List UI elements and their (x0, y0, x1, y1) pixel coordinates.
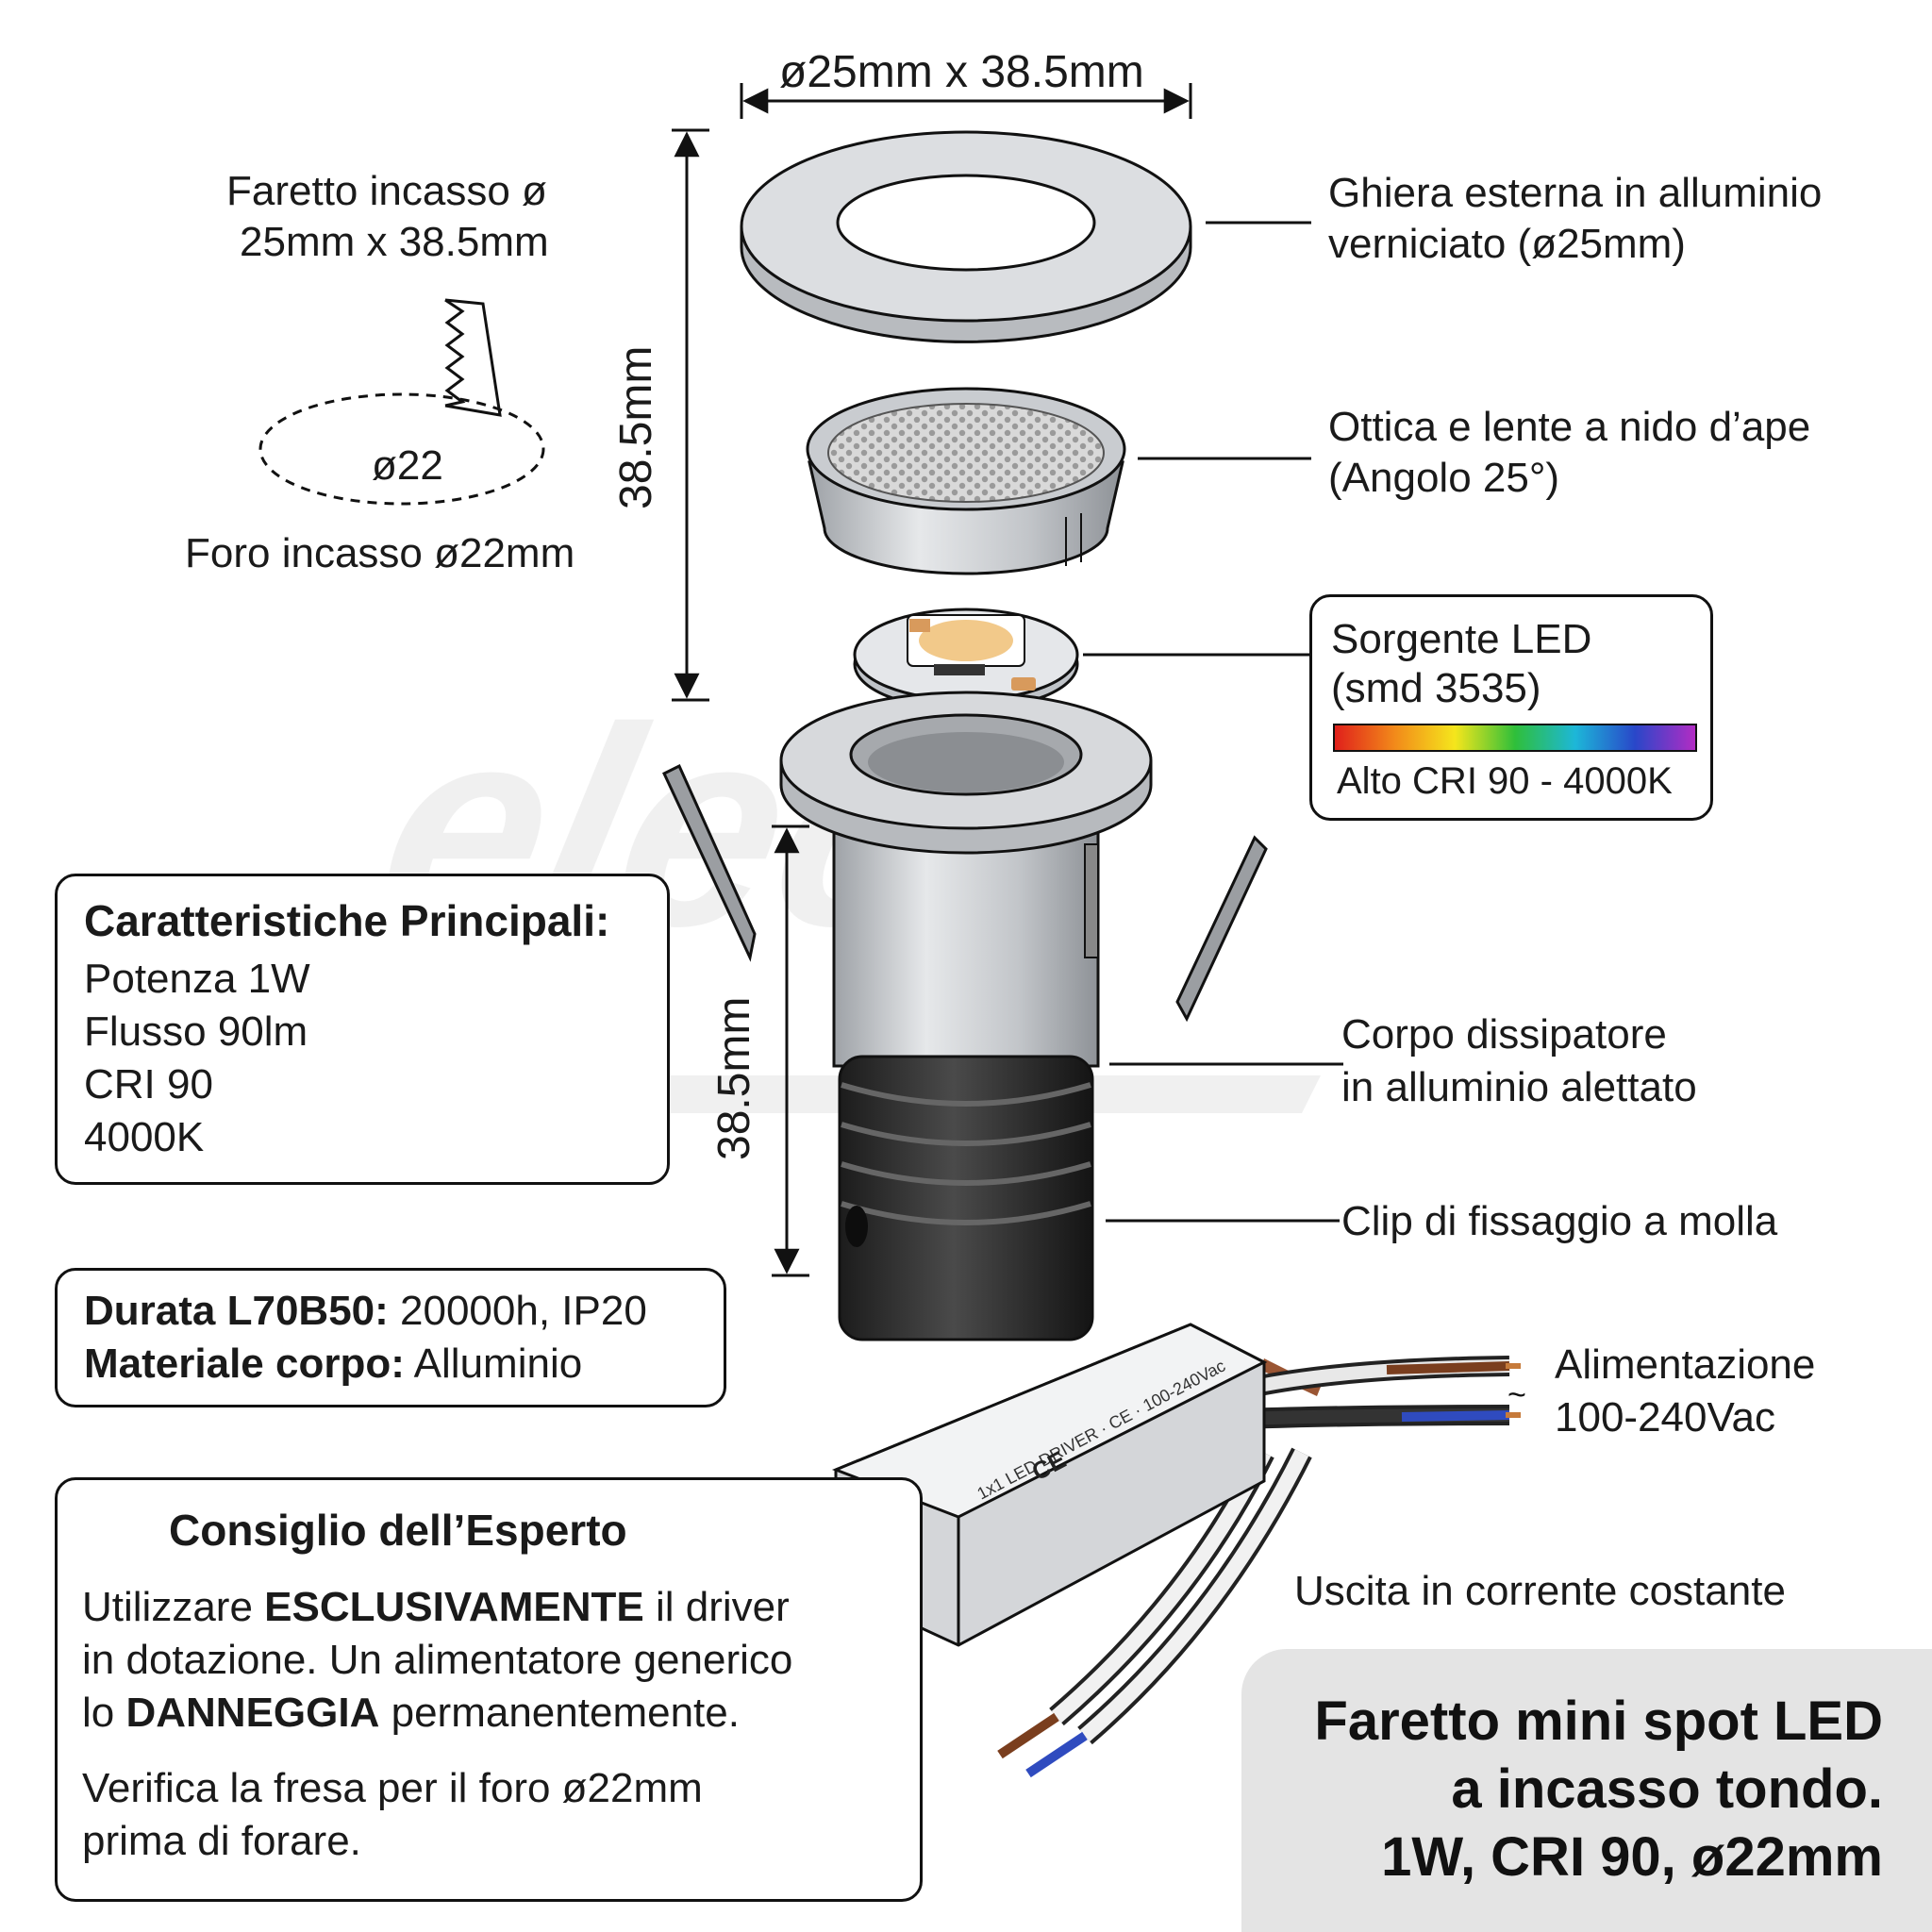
material-value: Alluminio (404, 1341, 583, 1387)
led-source-callout: Sorgente LED (smd 3535) Alto CRI 90 - 40… (1309, 594, 1713, 821)
outer-ring (740, 130, 1192, 343)
lifetime-row: Durata L70B50: 20000h, IP20 (84, 1286, 647, 1337)
expert-tip-box: Consiglio dell’Esperto Utilizzare ESCLUS… (55, 1477, 923, 1902)
ac-symbol: ~ (1507, 1377, 1526, 1413)
housing-body (779, 691, 1153, 1341)
tip-paragraph2-line2: prima di forare. (82, 1818, 361, 1864)
lower-height-dimension (772, 824, 809, 1277)
product-title-line1: Faretto mini spot LED (1314, 1690, 1883, 1752)
lower-height-label: 38.5mm (709, 996, 759, 1160)
product-title-panel: Faretto mini spot LED a incasso tondo. 1… (1241, 1649, 1932, 1932)
upper-height-dimension (672, 128, 709, 702)
tip-text: lo (82, 1690, 126, 1736)
lifetime-value: 20000h, IP20 (388, 1288, 647, 1334)
led-callout-line1: Sorgente LED (1331, 616, 1592, 662)
body-callout-line1: Corpo dissipatore (1341, 1011, 1667, 1058)
tip-text: Utilizzare (82, 1584, 265, 1630)
main-specs-box: Caratteristiche Principali: Potenza 1W F… (55, 874, 670, 1185)
spec-item: Flusso 90lm (84, 1008, 308, 1055)
clip-callout: Clip di fissaggio a molla (1341, 1198, 1778, 1244)
tip-text: permanentemente. (379, 1690, 740, 1736)
tip-paragraph1-line3: lo DANNEGGIA permanentemente. (82, 1688, 740, 1739)
top-width-label: ø25mm x 38.5mm (779, 47, 1144, 97)
tip-paragraph1-line2: in dotazione. Un alimentatore generico (82, 1637, 793, 1683)
cutout-title-line2: 25mm x 38.5mm (240, 219, 549, 265)
ring-callout-line2: verniciato (ø25mm) (1328, 221, 1686, 267)
spec-item: CRI 90 (84, 1061, 213, 1108)
tip-emphasis: ESCLUSIVAMENTE (264, 1584, 644, 1630)
leader-lines (1083, 221, 1343, 1223)
cutout-hole-label: ø22 (372, 442, 443, 489)
spec-item: 4000K (84, 1114, 205, 1160)
spec-item: Potenza 1W (84, 956, 310, 1002)
tip-paragraph2-line1: Verifica la fresa per il foro ø22mm (82, 1765, 703, 1811)
upper-height-label: 38.5mm (611, 345, 661, 509)
spring-clip-left (662, 763, 757, 962)
cutout-sketch (258, 298, 545, 506)
spring-clip-right (1175, 835, 1268, 1023)
lifetime-material-box: Durata L70B50: 20000h, IP20 Materiale co… (55, 1268, 726, 1407)
optic-callout-line1: Ottica e lente a nido d’ape (1328, 404, 1811, 450)
product-title-line3: 1W, CRI 90, ø22mm (1381, 1826, 1883, 1888)
tip-heading: Consiglio dell’Esperto (169, 1506, 627, 1555)
lifetime-label: Durata L70B50: (84, 1288, 389, 1334)
ring-callout-line1: Ghiera esterna in alluminio (1328, 170, 1823, 216)
led-spectrum-label: Alto CRI 90 - 4000K (1337, 760, 1673, 802)
honeycomb-optic (806, 387, 1126, 575)
power-callout-line1: Alimentazione (1555, 1341, 1816, 1388)
led-callout-line2: (smd 3535) (1331, 665, 1541, 711)
specs-heading: Caratteristiche Principali: (84, 896, 610, 945)
power-callout-line2: 100-240Vac (1555, 1394, 1776, 1441)
optic-callout-line2: (Angolo 25°) (1328, 455, 1560, 501)
tip-emphasis: DANNEGGIA (125, 1690, 380, 1736)
top-dimension-line (740, 83, 1192, 119)
color-spectrum-bar (1333, 724, 1697, 752)
cutout-hole-caption: Foro incasso ø22mm (185, 530, 575, 576)
material-row: Materiale corpo: Alluminio (84, 1339, 582, 1390)
output-callout: Uscita in corrente costante (1294, 1568, 1786, 1614)
tip-text: il driver (643, 1584, 790, 1630)
tip-paragraph1-line1: Utilizzare ESCLUSIVAMENTE il driver (82, 1582, 790, 1633)
material-label: Materiale corpo: (84, 1341, 405, 1387)
product-title-line2: a incasso tondo. (1451, 1758, 1883, 1820)
body-callout-line2: in alluminio alettato (1341, 1064, 1697, 1110)
cutout-title-line1: Faretto incasso ø (226, 168, 547, 214)
